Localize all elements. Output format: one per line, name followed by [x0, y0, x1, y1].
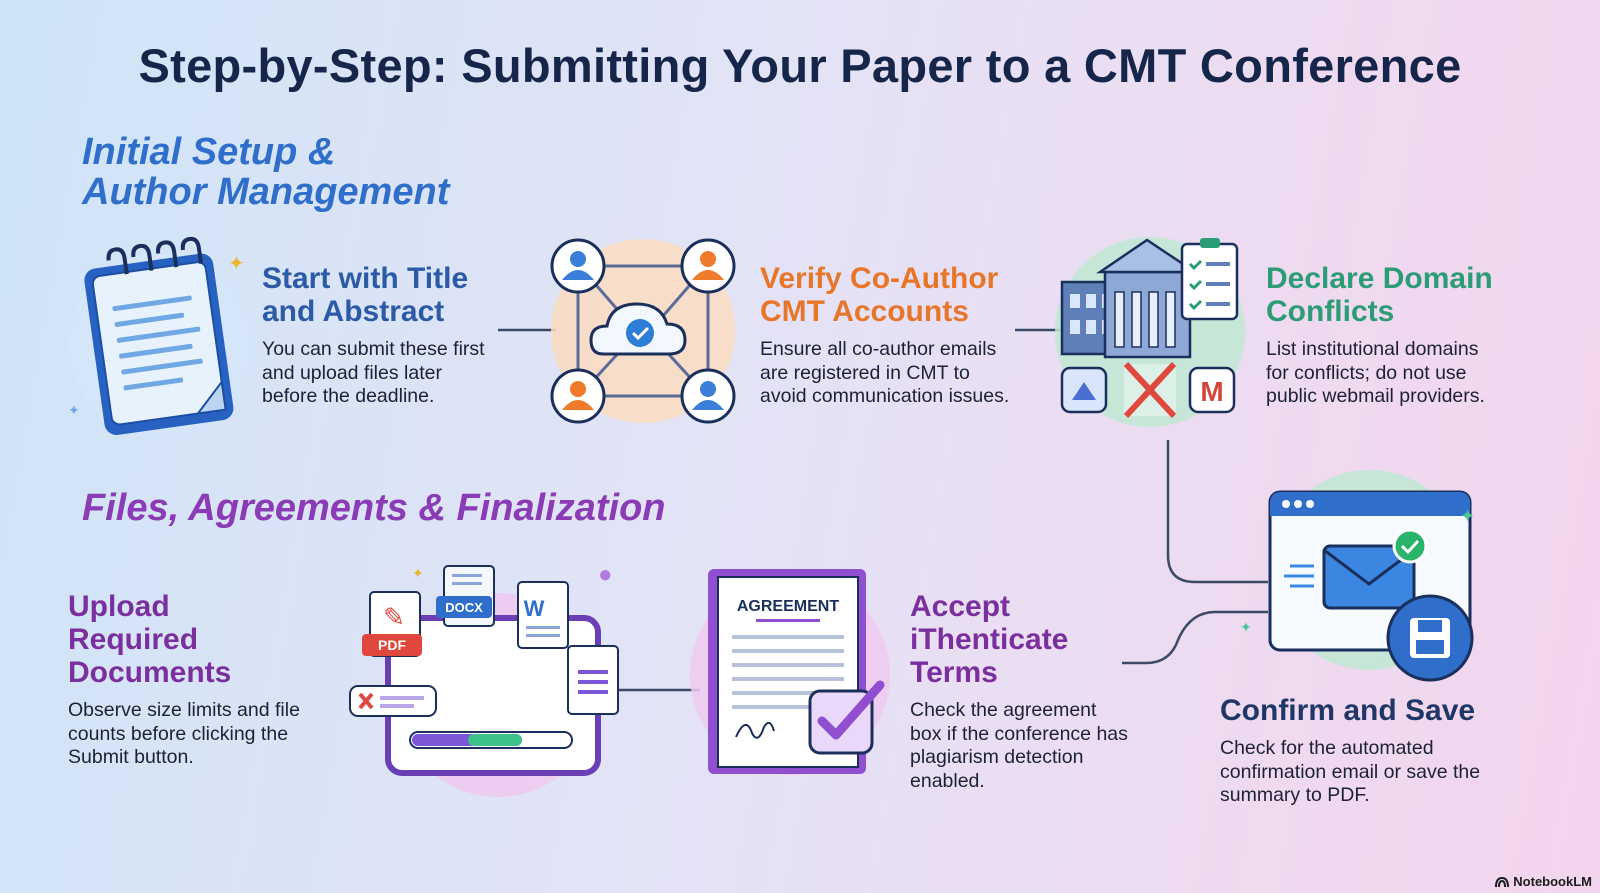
pdf-label: PDF	[378, 637, 406, 653]
institution-icon: M	[1055, 237, 1245, 427]
section-heading-files: Files, Agreements & Finalization	[82, 488, 666, 528]
step-desc-line: avoid communication issues.	[760, 385, 1010, 407]
step-desc-line: Check for the automated	[1220, 737, 1434, 759]
step-title-line: and Abstract	[262, 295, 445, 328]
section-heading-line: Author Management	[82, 171, 450, 213]
notebooklm-logo-icon	[1495, 876, 1510, 887]
step-title-line: iThenticate	[910, 623, 1069, 656]
footer-brand: NotebookLM	[1495, 874, 1592, 889]
step-ithenticate: Accept iThenticate Terms Check the agree…	[910, 590, 1128, 793]
step-title-line: Required	[68, 623, 199, 656]
section-heading-setup: Initial Setup & Author Management	[82, 132, 449, 212]
step-title-line: Confirm and Save	[1220, 694, 1476, 727]
step-desc-line: summary to PDF.	[1220, 784, 1370, 806]
step-title: Start with Title and Abstract	[262, 262, 485, 328]
step-title-line: CMT Accounts	[760, 295, 969, 328]
file-upload-icon: ✎ PDF DOCX W ✦ ●	[349, 561, 619, 797]
step-title-line: Conflicts	[1266, 295, 1395, 328]
step-title-line: Documents	[68, 656, 232, 689]
cloud-network-icon	[550, 238, 736, 424]
step-desc-line: for conflicts; do not use	[1266, 361, 1467, 384]
step-title: Upload Required Documents	[68, 590, 300, 689]
step-desc-line: confirmation email or save the	[1220, 760, 1481, 783]
step-title: Verify Co-Author CMT Accounts	[760, 262, 1009, 328]
agreement-label: AGREEMENT	[737, 598, 839, 615]
step-conflicts: Declare Domain Conflicts List institutio…	[1266, 262, 1493, 409]
step-description: Check for the automated confirmation ema…	[1220, 737, 1480, 808]
step-title-line: Upload	[68, 590, 170, 623]
step-title-line: Verify Co-Author	[760, 262, 999, 295]
step-desc-line: Submit button.	[68, 746, 194, 768]
svg-text:✦: ✦	[1460, 506, 1475, 526]
step-title: Accept iThenticate Terms	[910, 590, 1128, 689]
step-title-line: Start with Title	[262, 262, 469, 295]
step-desc-line: Ensure all co-author emails	[760, 338, 997, 360]
step-desc-line: counts before clicking the	[68, 722, 289, 745]
step-desc-line: Check the agreement	[910, 699, 1097, 721]
section-heading-line: Files, Agreements & Finalization	[82, 487, 666, 529]
step-title: Declare Domain Conflicts	[1266, 262, 1493, 328]
word-letter: W	[524, 596, 545, 621]
step-desc-line: List institutional domains	[1266, 338, 1479, 360]
step-upload: Upload Required Documents Observe size l…	[68, 590, 300, 770]
step-title: Confirm and Save	[1220, 694, 1480, 727]
step-description: List institutional domains for conflicts…	[1266, 338, 1493, 409]
footer-brand-text: NotebookLM	[1513, 874, 1592, 889]
step-desc-line: box if the conference has	[910, 722, 1128, 745]
step-desc-line: public webmail providers.	[1266, 385, 1485, 407]
svg-text:✦: ✦	[228, 253, 245, 275]
docx-label: DOCX	[445, 600, 483, 615]
svg-text:●: ●	[598, 561, 613, 588]
step-desc-line: are registered in CMT to	[760, 361, 970, 384]
step-title-line: Declare Domain	[1266, 262, 1493, 295]
svg-text:✦: ✦	[1240, 619, 1252, 635]
step-title-abstract: Start with Title and Abstract You can su…	[262, 262, 485, 409]
step-title-line: Accept	[910, 590, 1011, 623]
email-save-icon: ✦ ✦	[1240, 470, 1475, 682]
agreement-icon: AGREEMENT	[690, 569, 890, 775]
page-title: Step-by-Step: Submitting Your Paper to a…	[138, 39, 1462, 92]
section-heading-line: Initial Setup &	[82, 131, 336, 173]
step-desc-line: You can submit these first	[262, 338, 485, 360]
step-coauthor: Verify Co-Author CMT Accounts Ensure all…	[760, 262, 1009, 409]
step-description: Observe size limits and file counts befo…	[68, 699, 300, 770]
step-description: You can submit these first and upload fi…	[262, 338, 485, 409]
step-description: Check the agreement box if the conferenc…	[910, 699, 1128, 793]
step-desc-line: before the deadline.	[262, 385, 435, 407]
svg-text:✦: ✦	[68, 402, 80, 418]
svg-text:✦: ✦	[412, 565, 424, 581]
step-desc-line: and upload files later	[262, 361, 442, 384]
gmail-letter: M	[1200, 376, 1223, 407]
svg-text:✎: ✎	[383, 602, 405, 632]
step-description: Ensure all co-author emails are register…	[760, 338, 1009, 409]
notepad-icon: ✦ ✦	[68, 236, 253, 437]
step-title-line: Terms	[910, 656, 998, 689]
step-desc-line: enabled.	[910, 769, 985, 792]
step-desc-line: plagiarism detection	[910, 746, 1084, 768]
step-confirm: Confirm and Save Check for the automated…	[1220, 694, 1480, 808]
step-desc-line: Observe size limits and file	[68, 699, 300, 721]
